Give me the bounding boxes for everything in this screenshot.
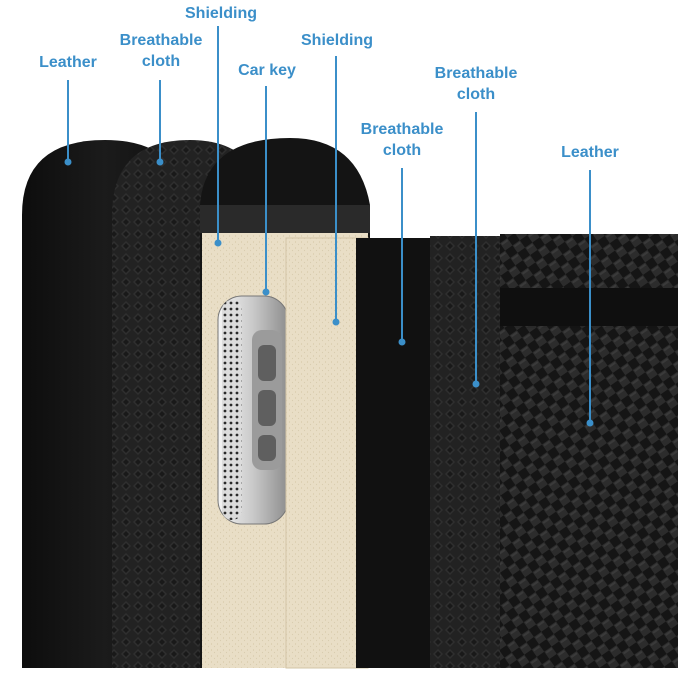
breathable-cloth-layer-3 — [430, 236, 510, 668]
label-leather-outer: Leather — [561, 144, 619, 161]
breathable-cloth-layer-2 — [356, 238, 434, 668]
label-breathable-cloth-1: Breathable cloth — [119, 32, 203, 70]
label-car-key: Car key — [238, 62, 296, 79]
pointer-lines — [64, 26, 594, 427]
label-shielding-2: Shielding — [301, 32, 373, 49]
label-leather-inner: Leather — [39, 54, 97, 71]
shielding-sheet-layer — [285, 237, 369, 669]
label-breathable-cloth-2: Breathable cloth — [360, 121, 444, 159]
car-key-image — [217, 295, 289, 525]
label-shielding-1: Shielding — [185, 5, 257, 22]
label-breathable-cloth-3: Breathable cloth — [434, 65, 518, 103]
